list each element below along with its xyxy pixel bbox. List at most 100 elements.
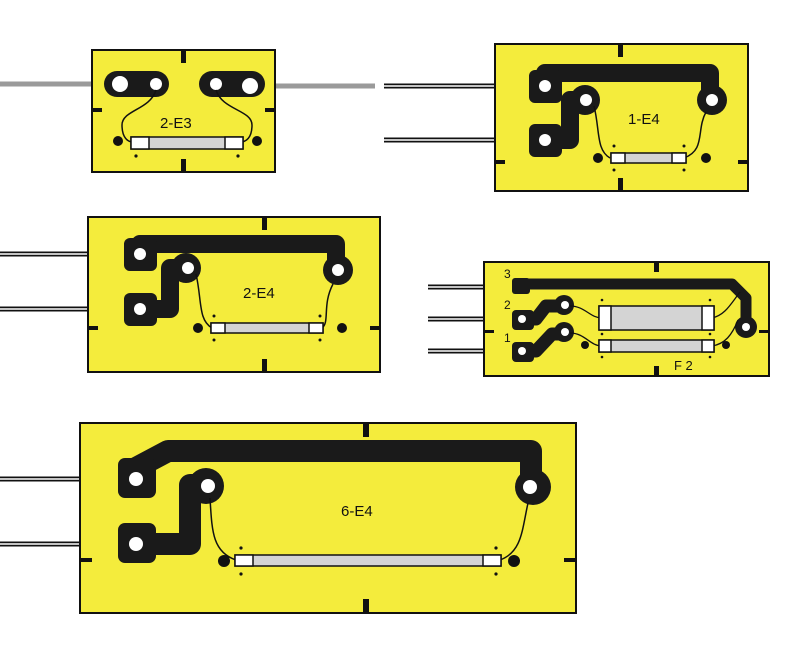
marker-dot (212, 338, 216, 342)
pad-hole (539, 80, 551, 92)
notch (265, 108, 275, 112)
heater-element (210, 322, 324, 334)
marker-dot (494, 572, 498, 576)
heater-element (234, 554, 502, 567)
trace (520, 278, 752, 327)
marker-dot (682, 168, 686, 172)
pad-hole (134, 303, 146, 315)
lead-line (711, 319, 739, 347)
mounting-hole (113, 136, 123, 146)
heater-end (598, 339, 612, 353)
notch (738, 160, 748, 164)
notch (484, 330, 494, 333)
heater-end (671, 152, 687, 164)
mounting-hole (593, 153, 603, 163)
notch (654, 262, 659, 272)
marker-dot (239, 572, 243, 576)
terminal-number-3: 3 (504, 267, 511, 281)
marker-dot (318, 338, 322, 342)
mounting-hole (701, 153, 711, 163)
marker-dot (708, 355, 712, 359)
lead-line (499, 502, 529, 561)
board-6-e4: 6-E4 (0, 422, 577, 614)
pad-hole (580, 94, 592, 106)
board-label: F 2 (674, 358, 693, 373)
pad-hole (561, 328, 569, 336)
mounting-hole (508, 555, 520, 567)
marker-dot (318, 314, 322, 318)
notch (80, 558, 92, 562)
pad-hole (242, 78, 258, 94)
pad-hole (332, 264, 344, 276)
pad-hole (201, 479, 215, 493)
notch (618, 178, 623, 191)
marker-dot (600, 298, 604, 302)
pad-hole (539, 134, 551, 146)
board-2-e3: 2-E3 (0, 49, 375, 173)
pad-hole (523, 480, 537, 494)
notch (495, 160, 505, 164)
pad-hole (150, 78, 162, 90)
lead-line (121, 89, 157, 143)
notch (759, 330, 769, 333)
notch (370, 326, 380, 330)
pad (512, 278, 530, 294)
board-label: 6-E4 (341, 503, 373, 520)
heater-end (482, 554, 502, 567)
pad-hole (129, 472, 143, 486)
pad-hole (706, 94, 718, 106)
marker-dot (708, 332, 712, 336)
marker-dot (682, 144, 686, 148)
marker-dot (612, 144, 616, 148)
pad-hole (742, 323, 750, 331)
pad-hole (182, 262, 194, 274)
heater-element (598, 339, 715, 353)
pad-hole (518, 347, 526, 355)
board-1-e4: 1-E4 (384, 43, 749, 192)
board-label: 1-E4 (628, 111, 660, 128)
pad-hole (129, 537, 143, 551)
pad-hole (210, 78, 222, 90)
mounting-hole (218, 555, 230, 567)
heater-element (598, 305, 715, 331)
notch (262, 217, 267, 230)
mounting-hole (722, 341, 730, 349)
board-label: 2-E3 (160, 115, 192, 132)
mounting-hole (252, 136, 262, 146)
marker-dot (600, 332, 604, 336)
pad-hole (561, 301, 569, 309)
heater-end (598, 305, 612, 331)
lead-line (215, 89, 253, 143)
pad-hole (518, 315, 526, 323)
mounting-hole (193, 323, 203, 333)
board-label: 2-E4 (243, 285, 275, 302)
notch (92, 108, 102, 112)
marker-dot (236, 154, 240, 158)
heater-end (130, 136, 150, 150)
heater-end (210, 322, 226, 334)
marker-dot (708, 298, 712, 302)
marker-dot (212, 314, 216, 318)
heater-end (234, 554, 254, 567)
board-substrate (91, 49, 276, 173)
terminal-number-1: 1 (504, 331, 511, 345)
notch (262, 359, 267, 372)
heater-end (701, 339, 715, 353)
mounting-hole (337, 323, 347, 333)
lead-line (209, 497, 237, 561)
board-2-e4: 2-E4 (0, 216, 381, 373)
notch (181, 50, 186, 63)
notch (654, 366, 659, 376)
heater-end (224, 136, 244, 150)
notch (618, 44, 623, 57)
mounting-hole (581, 341, 589, 349)
heater-end (610, 152, 626, 164)
marker-dot (239, 546, 243, 550)
notch (363, 423, 369, 437)
terminal-number-2: 2 (504, 298, 511, 312)
marker-dot (134, 154, 138, 158)
heater-end (701, 305, 715, 331)
notch (88, 326, 98, 330)
